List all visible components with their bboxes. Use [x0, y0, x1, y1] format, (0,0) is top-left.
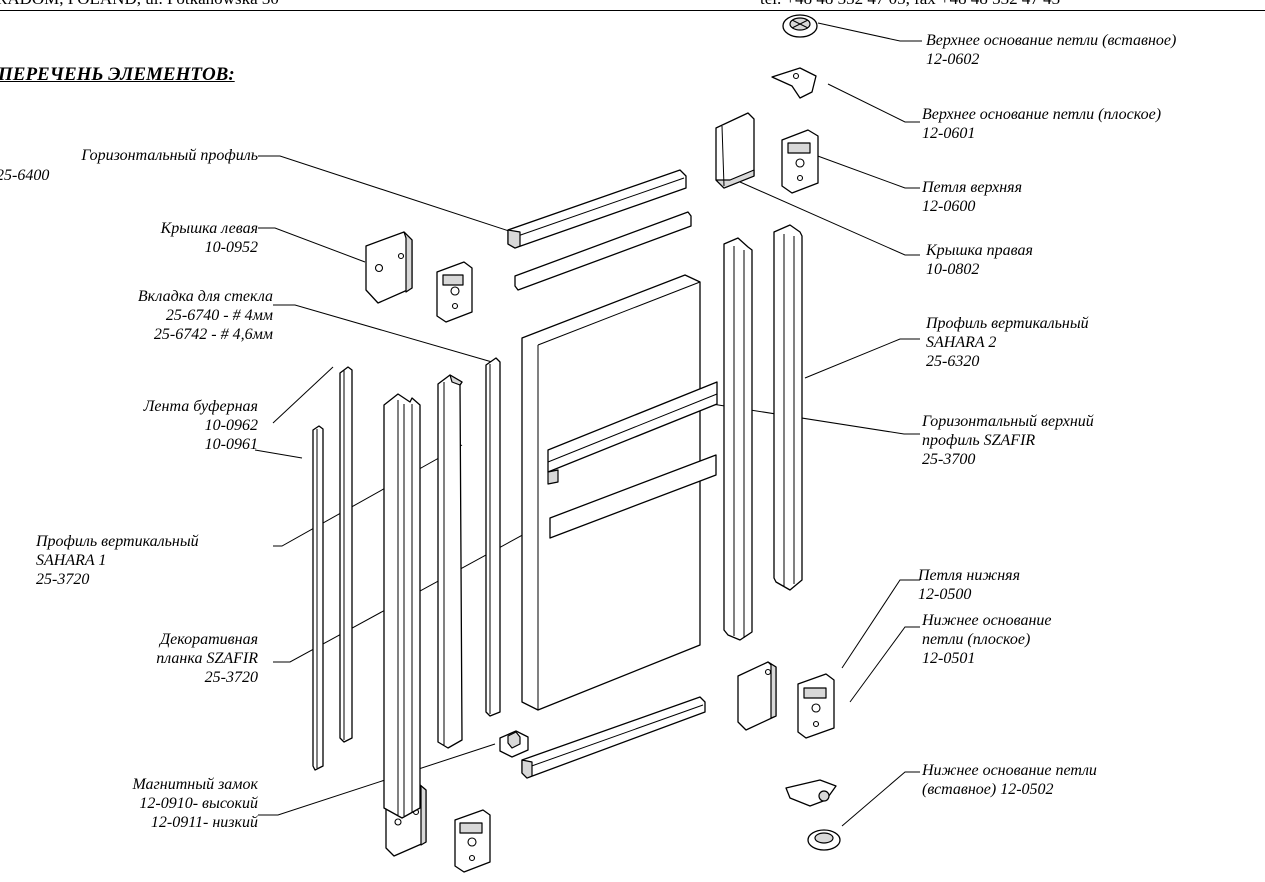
- cover-right-part: [715, 112, 755, 189]
- label-text: Профиль вертикальный: [36, 533, 199, 550]
- page-header: RADOM, POLAND, ul. Potkanowska 30 tel. +…: [0, 0, 1265, 12]
- label-text: SAHARA 1: [36, 552, 107, 569]
- label-text: Крышка левая: [160, 220, 258, 237]
- buffer-tape-2: [312, 425, 324, 771]
- label-text: Крышка правая: [926, 242, 1033, 259]
- buffer-tape-1: [339, 366, 353, 743]
- label-cover-right: Крышка правая 10-0802: [926, 241, 1033, 279]
- sahara-2-profile-outer: [773, 224, 803, 591]
- label-vertical-profile-sahara2: Профиль вертикальный SAHARA 2 25-6320: [926, 314, 1089, 371]
- label-text: Нижнее основание петли: [922, 762, 1097, 779]
- label-text: (вставное) 12-0502: [922, 781, 1054, 798]
- label-code: 10-0962: [204, 417, 258, 434]
- label-text: профиль SZAFIR: [922, 432, 1036, 449]
- glass-insert-vertical: [485, 357, 501, 717]
- label-horizontal-profile-code: 25-6400: [0, 166, 49, 185]
- szafir-top-profile: [547, 381, 718, 485]
- label-code: 12-0910- высокий: [139, 795, 258, 812]
- label-top-hinge-base-insert: Верхнее основание петли (вставное) 12-06…: [926, 31, 1176, 69]
- company-contacts: tel. +48 48 332 47 03, fax +48 48 332 47…: [760, 0, 1060, 9]
- label-top-hinge-base-flat: Верхнее основание петли (плоское) 12-060…: [922, 105, 1161, 143]
- header-divider: [0, 10, 1265, 11]
- hinge-right-upper: [781, 129, 819, 194]
- parts-list-title: ПЕРЕЧЕНЬ ЭЛЕМЕНТОВ:: [0, 64, 235, 85]
- label-cover-left: Крышка левая 10-0952: [60, 219, 258, 257]
- label-bottom-hinge-base-flat: Нижнее основание петли (плоское) 12-0501: [922, 611, 1052, 668]
- label-code: 12-0601: [922, 125, 976, 142]
- szafir-decorative-strip: [549, 454, 717, 539]
- label-text: петли (плоское): [922, 631, 1031, 648]
- label-text: Горизонтальный верхний: [922, 413, 1094, 430]
- label-buffer-tape: Лента буферная 10-0962 10-0961: [40, 397, 258, 454]
- label-code: 25-3720: [36, 571, 90, 588]
- label-top-horizontal-profile: Горизонтальный верхний профиль SZAFIR 25…: [922, 412, 1094, 469]
- glass-panel: [521, 274, 701, 711]
- label-text: Вкладка для стекла: [137, 288, 273, 305]
- horizontal-profile-bottom: [521, 696, 706, 779]
- hinge-left-lower: [454, 809, 491, 873]
- hinge-left-upper: [436, 261, 473, 323]
- label-code: 10-0952: [204, 239, 258, 256]
- top-hinge-base-insert-part: [782, 14, 818, 38]
- label-glass-insert: Вкладка для стекла 25-6740 - # 4мм 25-67…: [20, 287, 273, 344]
- label-text: Профиль вертикальный: [926, 315, 1089, 332]
- sahara-1-profile: [383, 393, 421, 819]
- cover-right-lower-part: [737, 661, 777, 731]
- label-code: 25-6742 - # 4,6мм: [153, 326, 273, 343]
- label-code: 25-6320: [926, 353, 980, 370]
- label-code: 25-6740 - # 4мм: [165, 307, 273, 324]
- label-code: 12-0501: [922, 650, 976, 667]
- label-horizontal-profile: Горизонтальный профиль: [40, 146, 258, 165]
- decorative-strip-profile: [437, 374, 463, 749]
- label-code: 12-0500: [918, 586, 972, 603]
- label-text: Лента буферная: [143, 398, 258, 415]
- label-code: 10-0802: [926, 261, 980, 278]
- label-text: Верхнее основание петли (вставное): [926, 32, 1177, 49]
- label-text: Петля нижняя: [918, 567, 1021, 584]
- horizontal-profile-top: [507, 169, 687, 249]
- label-code: 12-0911- низкий: [150, 814, 258, 831]
- label-decorative-strip: Декоративная планка SZAFIR 25-3720: [60, 630, 258, 687]
- bottom-hinge-base-flat-part: [785, 779, 837, 807]
- label-bottom-hinge-base-insert: Нижнее основание петли (вставное) 12-050…: [922, 761, 1097, 799]
- label-vertical-profile-sahara1: Профиль вертикальный SAHARA 1 25-3720: [36, 532, 199, 589]
- label-text: SAHARA 2: [926, 334, 997, 351]
- sahara-2-profile-inner: [723, 237, 753, 641]
- cover-left-part: [365, 231, 413, 304]
- hinge-right-lower: [797, 673, 835, 739]
- label-code: 10-0961: [204, 436, 258, 453]
- label-code: 12-0600: [922, 198, 976, 215]
- label-text: Декоративная: [159, 631, 258, 648]
- magnetic-lock-part: [499, 730, 529, 758]
- label-code: 12-0602: [926, 51, 980, 68]
- label-text: Верхнее основание петли (плоское): [922, 106, 1162, 123]
- label-top-hinge: Петля верхняя 12-0600: [922, 178, 1022, 216]
- glass-insert-top: [514, 211, 692, 291]
- label-code: 25-6400: [0, 167, 50, 184]
- label-bottom-hinge: Петля нижняя 12-0500: [918, 566, 1020, 604]
- label-text: Горизонтальный профиль: [81, 147, 258, 164]
- label-code: 25-3720: [204, 669, 258, 686]
- label-text: планка SZAFIR: [156, 650, 258, 667]
- label-text: Магнитный замок: [132, 776, 258, 793]
- top-hinge-base-flat-part: [771, 67, 817, 99]
- label-text: Петля верхняя: [922, 179, 1023, 196]
- label-code: 25-3700: [922, 451, 976, 468]
- label-text: Нижнее основание: [922, 612, 1052, 629]
- bottom-hinge-base-insert-part: [807, 829, 841, 851]
- label-magnetic-lock: Магнитный замок 12-0910- высокий 12-0911…: [40, 775, 258, 832]
- company-address: RADOM, POLAND, ul. Potkanowska 30: [0, 0, 279, 9]
